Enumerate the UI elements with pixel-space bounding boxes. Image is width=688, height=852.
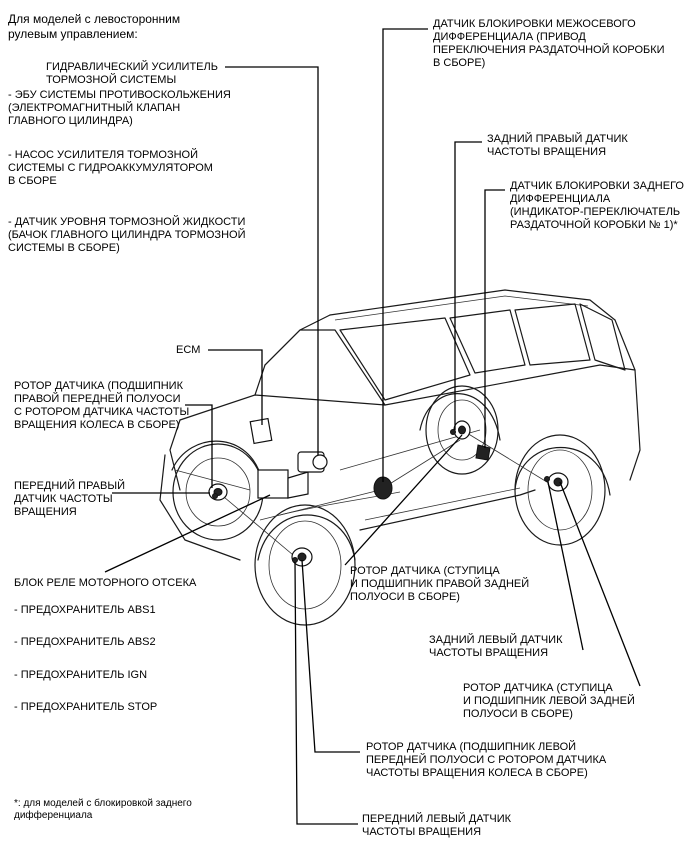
components: [208, 417, 569, 567]
label-rotor-front-right: РОТОР ДАТЧИКА (ПОДШИПНИК ПРАВОЙ ПЕРЕДНЕЙ…: [14, 380, 190, 431]
label-rear-right-sensor: ЗАДНИЙ ПРАВЫЙ ДАТЧИК ЧАСТОТЫ ВРАЩЕНИЯ: [487, 133, 628, 158]
label-front-left-sensor: ПЕРЕДНИЙ ЛЕВЫЙ ДАТЧИК ЧАСТОТЫ ВРАЩЕНИЯ: [362, 813, 512, 838]
label-center-diff: ДАТЧИК БЛОКИРОВКИ МЕЖОСЕВОГО ДИФФЕРЕНЦИА…: [433, 18, 665, 69]
suv-outline: [159, 289, 641, 626]
header-line-1: Для моделей с левосторонним: [8, 12, 181, 26]
label-fuse-ign: - ПРЕДОХРАНИТЕЛЬ IGN: [14, 669, 148, 681]
label-relay-block: БЛОК РЕЛЕ МОТОРНОГО ОТСЕКА: [14, 577, 197, 589]
header-line-2: рулевым управлением:: [8, 27, 138, 41]
label-fluid-level: - ДАТЧИК УРОВНЯ ТОРМОЗНОЙ ЖИДКОСТИ (БАЧО…: [8, 216, 246, 254]
label-fuse-abs2: - ПРЕДОХРАНИТЕЛЬ ABS2: [14, 636, 156, 648]
label-rear-left-sensor: ЗАДНИЙ ЛЕВЫЙ ДАТЧИК ЧАСТОТЫ ВРАЩЕНИЯ: [429, 634, 563, 659]
label-rotor-rear-left: РОТОР ДАТЧИКА (СТУПИЦА И ПОДШИПНИК ЛЕВОЙ…: [463, 682, 635, 720]
label-front-right-sensor: ПЕРЕДНИЙ ПРАВЫЙ ДАТЧИК ЧАСТОТЫ ВРАЩЕНИЯ: [14, 480, 126, 518]
label-ecu-group: - ЭБУ СИСТЕМЫ ПРОТИВОСКОЛЬЖЕНИЯ (ЭЛЕКТРО…: [8, 89, 231, 127]
label-brake-booster: ГИДРАВЛИЧЕСКИЙ УСИЛИТЕЛЬ ТОРМОЗНОЙ СИСТЕ…: [46, 61, 218, 86]
label-fuse-stop: - ПРЕДОХРАНИТЕЛЬ STOP: [14, 701, 158, 713]
label-pump-group: - НАСОС УСИЛИТЕЛЯ ТОРМОЗНОЙ СИСТЕМЫ С ГИ…: [8, 149, 213, 187]
label-rotor-rear-right: РОТОР ДАТЧИКА (СТУПИЦА И ПОДШИПНИК ПРАВО…: [350, 565, 530, 603]
label-rotor-front-left: РОТОР ДАТЧИКА (ПОДШИПНИК ЛЕВОЙ ПЕРЕДНЕЙ …: [366, 741, 607, 779]
label-ecm: ECM: [176, 344, 201, 356]
label-rear-diff: ДАТЧИК БЛОКИРОВКИ ЗАДНЕГО ДИФФЕРЕНЦИАЛА …: [510, 180, 684, 231]
footnote: *: для моделей с блокировкой заднего диф…: [14, 798, 192, 821]
label-fuse-abs1: - ПРЕДОХРАНИТЕЛЬ ABS1: [14, 604, 156, 616]
leader-lines: [104, 28, 641, 825]
